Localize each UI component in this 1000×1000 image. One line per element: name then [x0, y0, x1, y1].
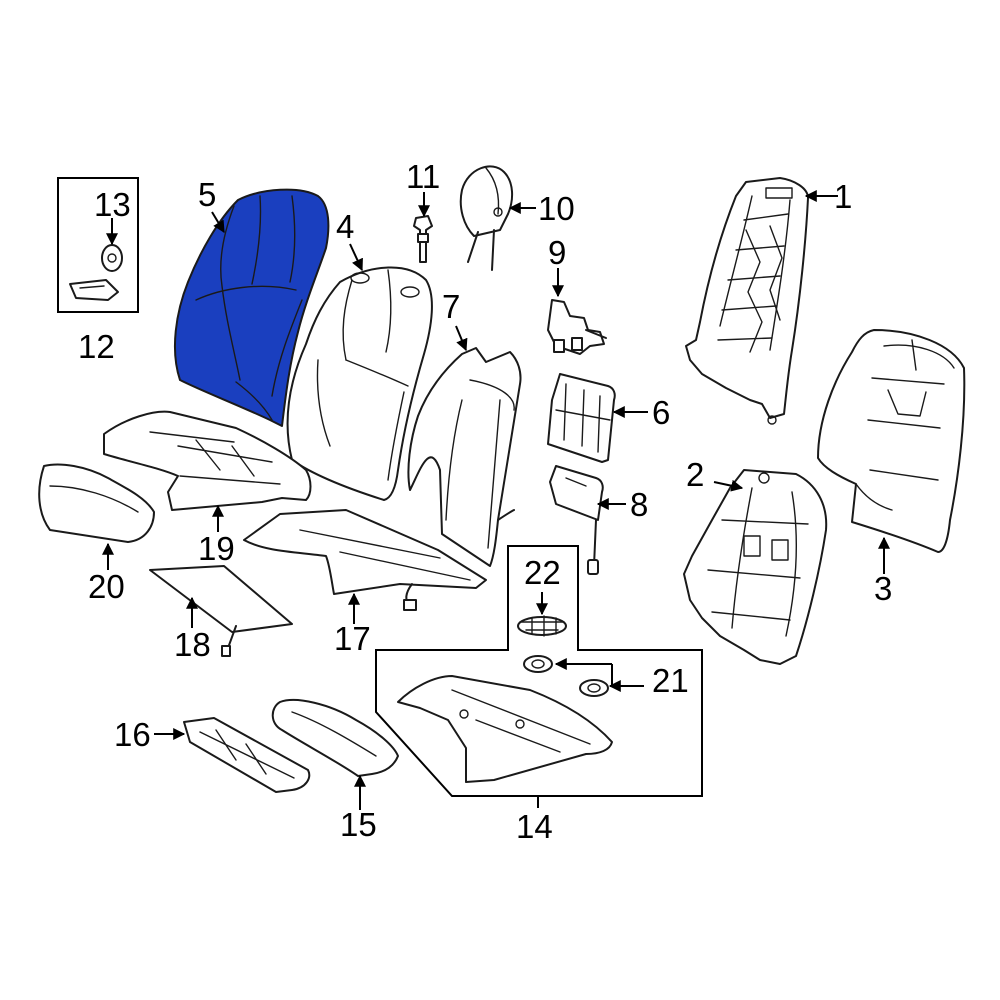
part-4-backrest-cushion[interactable] [286, 266, 433, 501]
part-12-clip[interactable] [69, 279, 119, 301]
part-19-seat-cushion[interactable] [103, 410, 312, 511]
callout-14: 14 [516, 808, 553, 845]
part-6-lumbar-support[interactable] [547, 373, 616, 463]
part-21-grommet-a[interactable] [523, 655, 553, 673]
callout-3: 3 [874, 570, 892, 607]
callout-13: 13 [94, 186, 131, 223]
callout-21: 21 [652, 662, 689, 699]
callout-9: 9 [548, 234, 566, 271]
part-20-front-cushion[interactable] [38, 463, 155, 543]
callout-11: 11 [406, 158, 440, 195]
part-7-backrest-pad[interactable] [407, 347, 522, 567]
part-14-seat-base[interactable] [397, 675, 613, 783]
part-12-kit-box[interactable] [57, 177, 139, 313]
part-9-headrest-guide[interactable] [547, 299, 607, 355]
callout-1: 1 [834, 178, 852, 215]
part-11-guide-sleeve[interactable] [413, 215, 433, 263]
callout-22: 22 [524, 554, 561, 591]
callout-18: 18 [174, 626, 211, 663]
part-13-cap[interactable] [101, 244, 123, 272]
part-21-grommet-b[interactable] [579, 679, 609, 697]
callout-5: 5 [198, 176, 216, 213]
callout-17: 17 [334, 620, 371, 657]
callout-6: 6 [652, 394, 670, 431]
callout-10: 10 [538, 190, 575, 227]
callout-4: 4 [336, 208, 354, 245]
part-5-backrest-cover[interactable] [173, 188, 330, 427]
callout-20: 20 [88, 568, 125, 605]
callout-15: 15 [340, 806, 377, 843]
part-14-kit-box[interactable] [375, 545, 703, 797]
part-22-grommet[interactable] [517, 615, 567, 637]
part-2-rear-shell[interactable] [683, 469, 828, 665]
callout-8: 8 [630, 486, 648, 523]
callout-12: 12 [78, 328, 115, 365]
part-10-headrest[interactable] [459, 165, 514, 271]
leader-lines [102, 190, 890, 810]
callout-16: 16 [114, 716, 151, 753]
callout-2: 2 [686, 456, 704, 493]
part-18-heating-mat[interactable] [149, 565, 293, 657]
part-5-shape [173, 188, 330, 427]
part-1-backrest-frame[interactable] [685, 177, 809, 425]
callout-19: 19 [198, 530, 235, 567]
part-17-seat-pad[interactable] [243, 509, 487, 611]
part-3-backrest-rear-panel[interactable] [817, 329, 966, 553]
callout-7: 7 [442, 288, 460, 325]
callout-labels: 1 2 3 4 5 6 7 8 9 10 11 12 13 14 15 16 1… [78, 158, 892, 845]
part-16-side-trim[interactable] [183, 717, 311, 793]
part-15-side-cushion[interactable] [271, 699, 399, 777]
part-8-harness-bracket[interactable] [549, 465, 604, 575]
